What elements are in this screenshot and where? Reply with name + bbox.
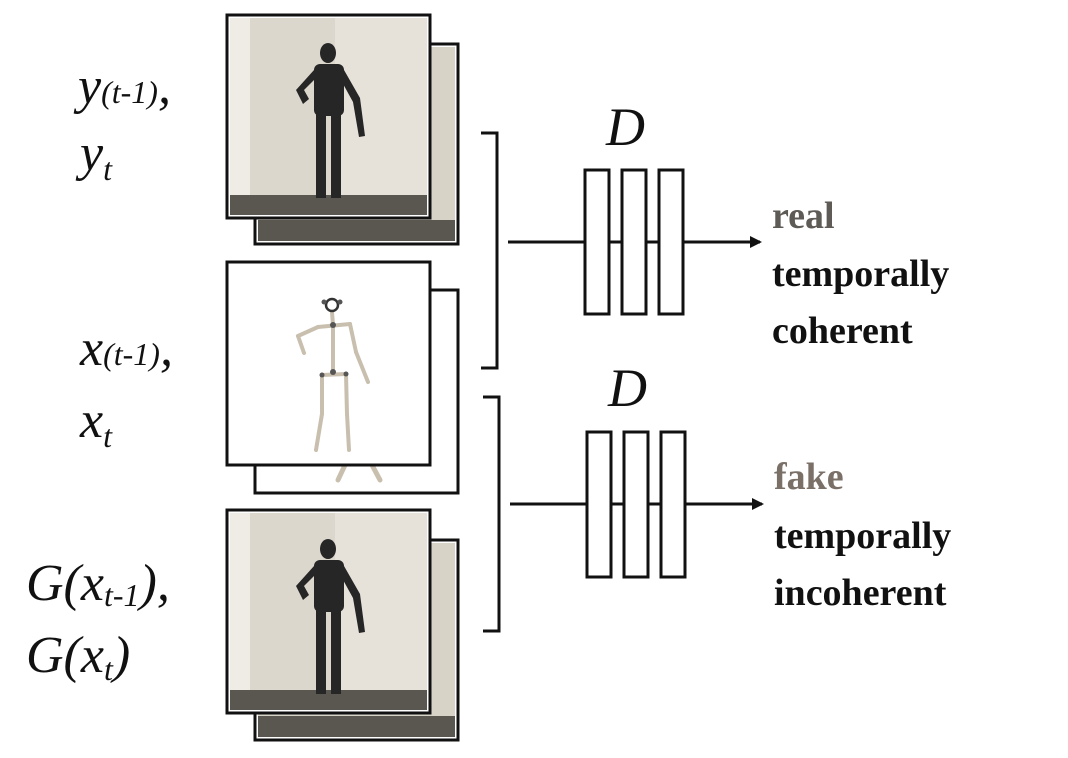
real-frames-label-line1: y(t-1), [73, 58, 171, 115]
pose-frame-front [225, 260, 432, 467]
person-figure [296, 43, 365, 198]
generated-frames-label-line2: G(xt) [26, 627, 130, 687]
generated-frames-stack [225, 508, 460, 742]
bottom-output-line2: incoherent [774, 572, 947, 614]
pose-joints [319, 297, 349, 378]
generated-frame-front [225, 508, 432, 715]
real-frames-label-line2: yt [75, 125, 113, 187]
bottom-output-line1: temporally [774, 515, 951, 557]
bottom-discriminator-label: D [607, 358, 647, 418]
bottom-discriminator [510, 430, 764, 579]
generated-frames-label-line1: G(xt-1), [26, 555, 170, 613]
real-frame-front [225, 13, 432, 220]
top-input-bracket [481, 131, 499, 370]
generated-person-figure [296, 539, 365, 694]
top-discriminator [508, 168, 762, 316]
pose-frames-label-line1: x(t-1), [79, 320, 173, 377]
top-output-line1: temporally [772, 253, 949, 295]
bottom-input-bracket [483, 395, 501, 633]
fake-class-label: fake [774, 456, 844, 498]
top-output-line2: coherent [772, 310, 913, 352]
real-frames-stack [225, 13, 460, 246]
pose-frames-label-line2: xt [79, 392, 113, 454]
pose-frames-stack [225, 260, 460, 495]
top-discriminator-label: D [605, 97, 645, 157]
real-class-label: real [772, 195, 835, 237]
